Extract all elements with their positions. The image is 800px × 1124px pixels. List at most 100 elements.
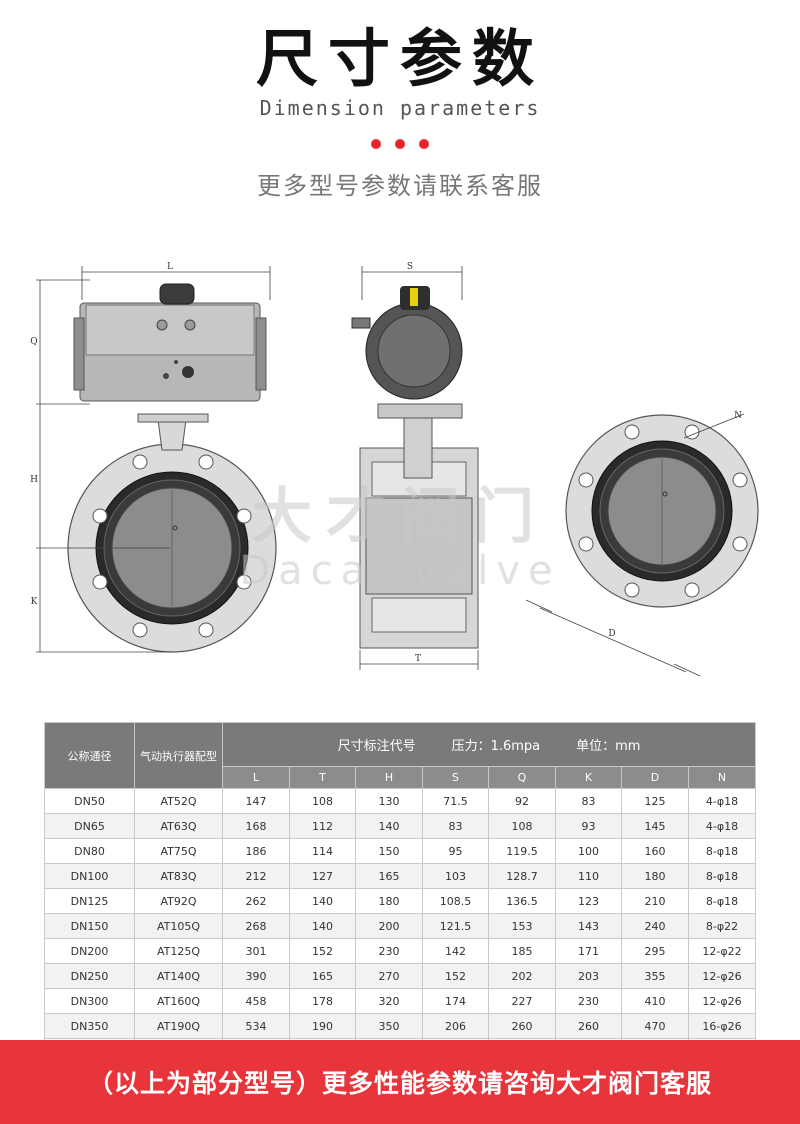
header-dim-col: L xyxy=(222,766,290,789)
header-dim-col: Q xyxy=(488,766,556,789)
dim-label-Q: Q xyxy=(30,337,37,347)
cell-dimension-value: 119.5 xyxy=(488,838,556,864)
side-view: S T xyxy=(351,262,479,670)
cell-actuator-model: AT140Q xyxy=(134,963,223,989)
cell-dimension-value: 8-φ22 xyxy=(687,913,757,939)
cell-nominal-size: DN50 xyxy=(44,788,135,814)
cell-dimension-value: 152 xyxy=(422,963,489,989)
page-subtitle-chinese: 更多型号参数请联系客服 xyxy=(257,172,543,200)
cell-dimension-value: 153 xyxy=(488,913,556,939)
cell-dimension-value: 270 xyxy=(355,963,423,989)
cell-dimension-value: 8-φ18 xyxy=(687,838,757,864)
cell-dimension-value: 130 xyxy=(355,788,423,814)
cell-dimension-value: 108 xyxy=(289,788,356,814)
cell-dimension-value: 268 xyxy=(222,913,290,939)
flange-view: N D xyxy=(525,411,759,677)
header-dim-col: H xyxy=(355,766,423,789)
cell-dimension-value: 140 xyxy=(289,913,356,939)
cell-dimension-value: 147 xyxy=(222,788,290,814)
cell-dimension-value: 12-φ26 xyxy=(687,988,757,1014)
cell-dimension-value: 168 xyxy=(222,813,290,839)
page-title: 尺寸参数 xyxy=(255,22,544,95)
cell-dimension-value: 185 xyxy=(488,938,556,964)
cell-nominal-size: DN150 xyxy=(44,913,135,939)
header-dim-col: T xyxy=(289,766,356,789)
cell-dimension-value: 103 xyxy=(422,863,489,889)
cell-dimension-value: 12-φ22 xyxy=(687,938,757,964)
cell-dimension-value: 180 xyxy=(621,863,689,889)
cell-dimension-value: 143 xyxy=(555,913,622,939)
cell-nominal-size: DN300 xyxy=(44,988,135,1014)
header-dim-col: N xyxy=(687,766,757,789)
cell-dimension-value: 160 xyxy=(621,838,689,864)
header-dim-col: D xyxy=(621,766,689,789)
cell-dimension-value: 142 xyxy=(422,938,489,964)
dot-icon xyxy=(419,139,429,149)
cell-dimension-value: 110 xyxy=(555,863,622,889)
dot-icon xyxy=(395,139,405,149)
dim-label-H: H xyxy=(30,475,38,485)
cell-dimension-value: 190 xyxy=(289,1013,356,1039)
cell-actuator-model: AT92Q xyxy=(134,888,223,914)
cell-dimension-value: 202 xyxy=(488,963,556,989)
header-dim-col: K xyxy=(555,766,622,789)
front-view: L Q H K xyxy=(30,262,277,653)
cell-dimension-value: 71.5 xyxy=(422,788,489,814)
cell-nominal-size: DN200 xyxy=(44,938,135,964)
cell-dimension-value: 121.5 xyxy=(422,913,489,939)
cell-dimension-value: 186 xyxy=(222,838,290,864)
cell-dimension-value: 108 xyxy=(488,813,556,839)
cell-dimension-value: 100 xyxy=(555,838,622,864)
cell-dimension-value: 95 xyxy=(422,838,489,864)
cell-nominal-size: DN250 xyxy=(44,963,135,989)
cell-dimension-value: 140 xyxy=(355,813,423,839)
header-nominal-size: 公称通径 xyxy=(44,722,135,789)
cell-dimension-value: 390 xyxy=(222,963,290,989)
cell-nominal-size: DN350 xyxy=(44,1013,135,1039)
cell-dimension-value: 140 xyxy=(289,888,356,914)
cell-actuator-model: AT190Q xyxy=(134,1013,223,1039)
cell-dimension-value: 145 xyxy=(621,813,689,839)
header-dimension-info: 尺寸标注代号 压力：1.6mpa 单位：mm xyxy=(221,722,757,767)
footer-banner xyxy=(0,1040,800,1124)
cell-dimension-value: 108.5 xyxy=(422,888,489,914)
cell-dimension-value: 212 xyxy=(222,863,290,889)
cell-dimension-value: 165 xyxy=(289,963,356,989)
cell-dimension-value: 83 xyxy=(555,788,622,814)
cell-dimension-value: 210 xyxy=(621,888,689,914)
cell-dimension-value: 203 xyxy=(555,963,622,989)
cell-dimension-value: 136.5 xyxy=(488,888,556,914)
footer-text: （以上为部分型号）更多性能参数请咨询大才阀门客服 xyxy=(87,1069,712,1098)
dot-icon xyxy=(371,139,381,149)
cell-dimension-value: 240 xyxy=(621,913,689,939)
page-subtitle-english: Dimension parameters xyxy=(259,96,541,120)
cell-dimension-value: 114 xyxy=(289,838,356,864)
cell-dimension-value: 127 xyxy=(289,863,356,889)
cell-nominal-size: DN125 xyxy=(44,888,135,914)
cell-dimension-value: 301 xyxy=(222,938,290,964)
valve-technical-drawing: L Q H K S T xyxy=(30,262,759,677)
cell-dimension-value: 350 xyxy=(355,1013,423,1039)
cell-dimension-value: 16-φ26 xyxy=(687,1013,757,1039)
cell-dimension-value: 150 xyxy=(355,838,423,864)
cell-dimension-value: 230 xyxy=(355,938,423,964)
cell-dimension-value: 262 xyxy=(222,888,290,914)
cell-dimension-value: 93 xyxy=(555,813,622,839)
dim-label-K: K xyxy=(31,597,38,607)
cell-dimension-value: 410 xyxy=(621,988,689,1014)
cell-dimension-value: 83 xyxy=(422,813,489,839)
dim-label-S: S xyxy=(407,262,413,272)
cell-dimension-value: 178 xyxy=(289,988,356,1014)
cell-dimension-value: 125 xyxy=(621,788,689,814)
cell-dimension-value: 206 xyxy=(422,1013,489,1039)
